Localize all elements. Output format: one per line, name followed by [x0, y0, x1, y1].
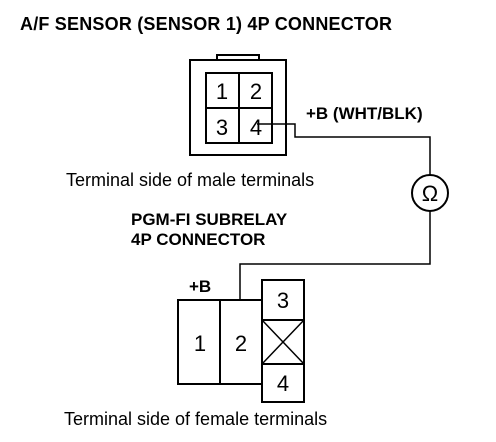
male-terminal-2: 2 — [250, 79, 262, 104]
connector-lock-tab — [216, 54, 260, 60]
wire-to-meter — [257, 123, 431, 175]
wire-to-relay — [239, 211, 431, 300]
diagram-title: A/F SENSOR (SENSOR 1) 4P CONNECTOR — [20, 14, 393, 34]
subrelay-connector — [177, 279, 305, 403]
test-wiring — [239, 123, 449, 300]
female-terminal-4: 4 — [277, 371, 289, 396]
ohm-icon: Ω — [422, 181, 438, 206]
subrelay-cell-4 — [261, 363, 305, 403]
af-sensor-connector — [189, 54, 287, 156]
male-caption: Terminal side of male terminals — [66, 170, 315, 190]
subrelay-terminal-labels: 1 2 3 4 — [194, 288, 289, 396]
connector-housing — [189, 59, 287, 156]
female-caption: Terminal side of female terminals — [64, 409, 328, 429]
af-sensor-terminal-labels: 1 2 3 4 — [216, 79, 262, 140]
subrelay-title-line2: 4P CONNECTOR — [131, 230, 266, 249]
subrelay-plus-b-label: +B — [189, 277, 212, 296]
female-terminal-3: 3 — [277, 288, 289, 313]
female-terminal-1: 1 — [194, 331, 206, 356]
male-terminal-1: 1 — [216, 79, 228, 104]
male-terminal-4: 4 — [250, 115, 262, 140]
female-terminal-2: 2 — [235, 331, 247, 356]
male-terminal-3: 3 — [216, 115, 228, 140]
wire-color-label: +B (WHT/BLK) — [306, 104, 423, 123]
subrelay-title-line1: PGM-FI SUBRELAY — [131, 210, 288, 229]
